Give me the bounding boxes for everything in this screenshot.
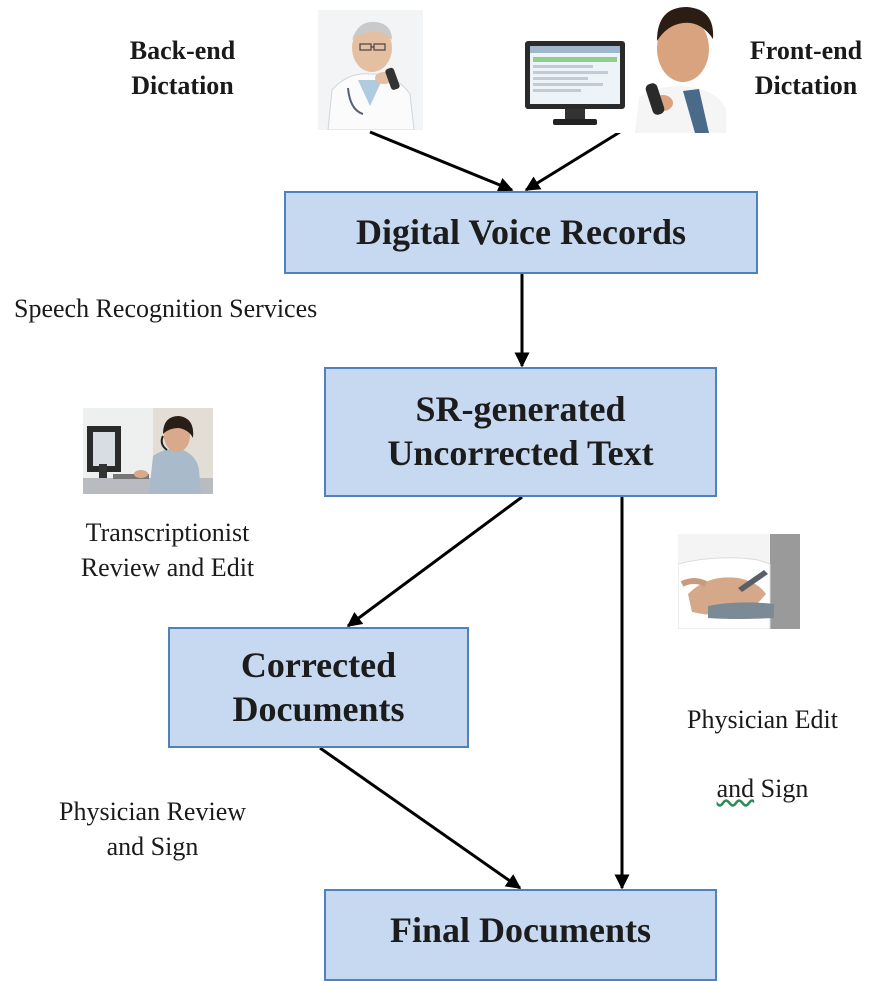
box-final-documents: Final Documents [324, 889, 717, 981]
box-corrected-documents: Corrected Documents [168, 627, 469, 748]
arrow-back-end-to-voice-records [369, 130, 514, 192]
doctor-dictating-icon [318, 10, 423, 130]
label-physician-edit-sign: Physician Edit and Sign [655, 668, 870, 841]
box-sr-uncorrected-text: SR-generated Uncorrected Text [324, 367, 717, 497]
physician-signing-icon [678, 534, 800, 629]
physician-edit-line2: and Sign [655, 772, 870, 807]
computer-monitor-dictation-icon [523, 5, 726, 133]
box-digital-voice-records: Digital Voice Records [284, 191, 758, 274]
physician-edit-and: and [716, 773, 755, 803]
label-transcriptionist-review-edit: Transcriptionist Review and Edit [80, 518, 255, 582]
label-speech-recognition-services: Speech Recognition Services [14, 294, 318, 323]
physician-edit-sign-word: Sign [754, 773, 809, 803]
label-back-end-dictation: Back-end Dictation [129, 36, 236, 100]
label-physician-review-sign: Physician Review and Sign [58, 797, 247, 861]
arrow-sr-text-to-corrected [346, 495, 523, 628]
transcriptionist-at-computer-icon [83, 408, 213, 494]
label-front-end-dictation: Front-end Dictation [749, 36, 863, 100]
arrow-corrected-to-final [319, 746, 522, 890]
physician-edit-line1: Physician Edit [687, 704, 838, 734]
arrow-front-end-to-voice-records [524, 130, 621, 192]
